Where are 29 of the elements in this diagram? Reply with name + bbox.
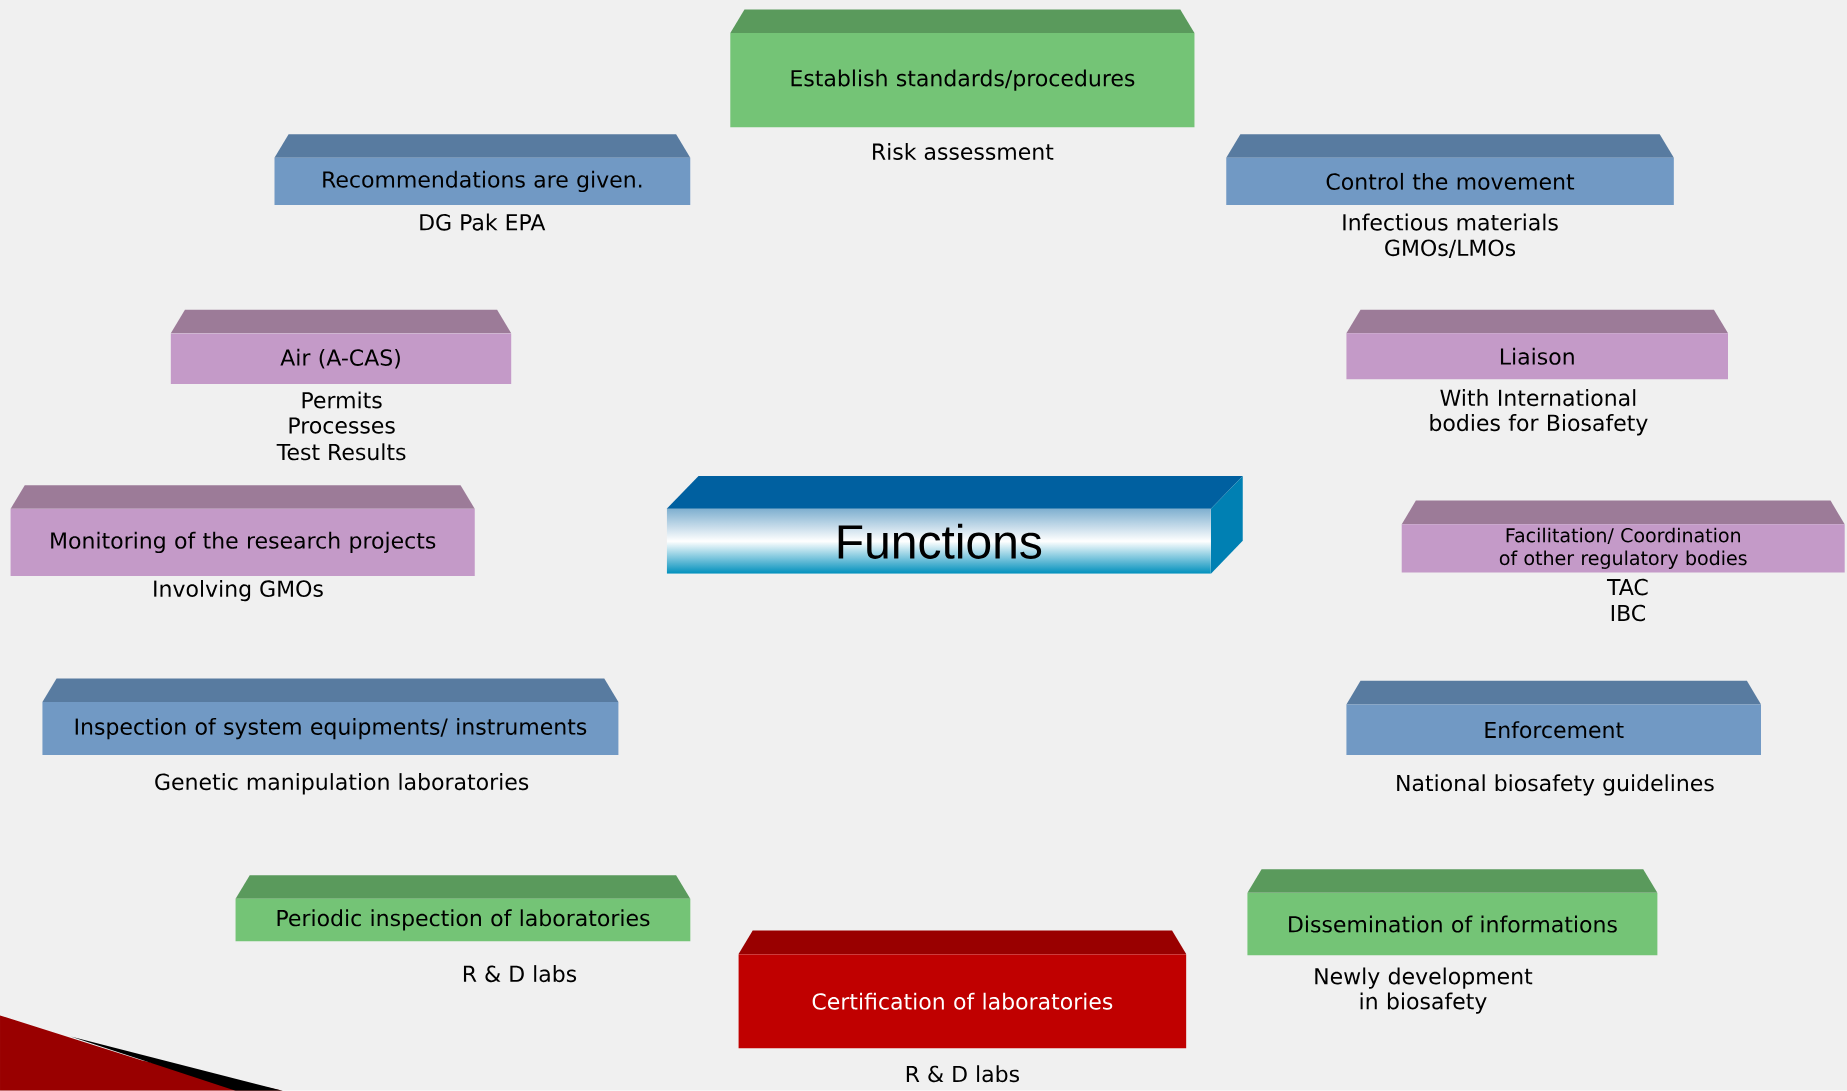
function-box: Recommendations are given. [274, 134, 691, 206]
function-box: Air (A-CAS) [170, 309, 512, 385]
caption-text: National biosafety guidelines [1397, 774, 1714, 796]
caption-text: Newly development in biosafety [1315, 967, 1533, 1014]
function-box: Periodic inspection of laboratories [235, 875, 691, 942]
caption-text: Processes [289, 417, 395, 434]
caption-text: Involving GMOs [154, 580, 323, 602]
caption-text: R & D labs [906, 1065, 1019, 1083]
caption-text: Test Results [276, 443, 406, 461]
title-block: Functions [666, 476, 1243, 574]
caption-text: Infectious materials [1343, 213, 1558, 231]
caption-text: Permits [302, 391, 382, 409]
caption-text: Risk assessment [873, 143, 1054, 161]
function-box: Inspection of system equipments/ instruments [42, 678, 619, 756]
function-box: Monitoring of the research projects [10, 485, 475, 577]
caption-text: DG Pak EPA [420, 213, 546, 231]
caption-text: Genetic manipulation laboratories [155, 773, 529, 795]
caption-text: R & D labs [463, 965, 577, 983]
function-box: Liaison [1346, 309, 1729, 380]
function-box: Dissemination of informations [1247, 869, 1658, 956]
function-box: Certification of laboratories [738, 930, 1187, 1049]
caption-text: TAC [1607, 578, 1648, 596]
function-box: Enforcement [1346, 680, 1761, 756]
caption-text: With International bodies for Biosafety [1430, 389, 1648, 436]
caption-text: IBC [1611, 604, 1645, 622]
caption-text: GMOs/LMOs [1385, 239, 1516, 258]
function-box: Establish standards/procedures [730, 9, 1195, 128]
function-box: Facilitation/ Coordination of other regulatory bodies [1401, 500, 1845, 573]
function-box: Control the movement [1226, 134, 1674, 206]
